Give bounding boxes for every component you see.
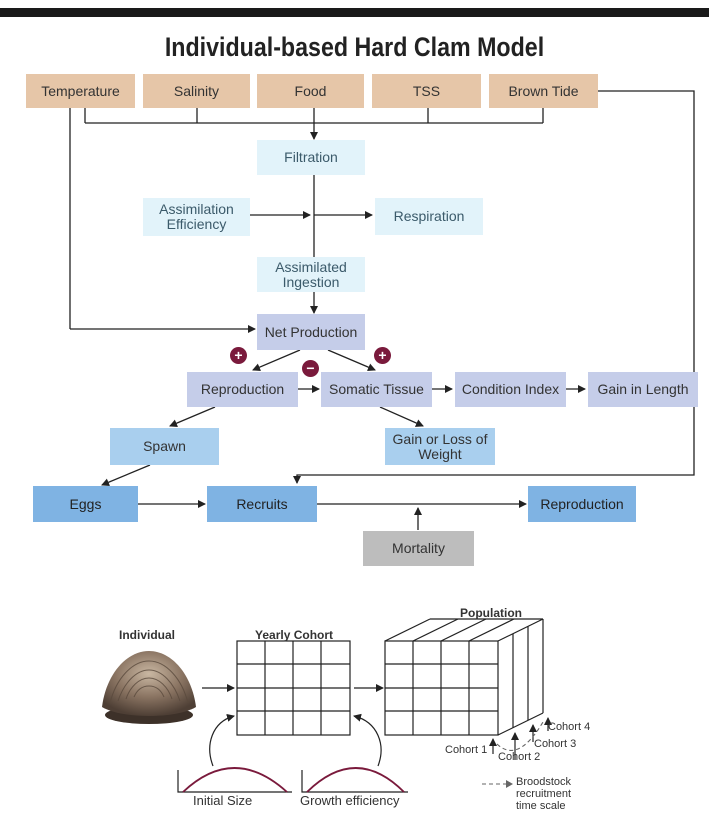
reproduction-output-box: Reproduction <box>528 486 636 522</box>
clam-icon <box>102 651 196 724</box>
top-rule <box>0 8 709 17</box>
somatic-tissue-box: Somatic Tissue <box>321 372 432 407</box>
input-temperature: Temperature <box>26 74 135 108</box>
input-food: Food <box>257 74 364 108</box>
spawn-box: Spawn <box>110 428 219 465</box>
recruits-box: Recruits <box>207 486 317 522</box>
gain-loss-weight-box: Gain or Loss of Weight <box>385 428 495 465</box>
cohort-3-label: Cohort 3 <box>534 738 577 750</box>
growth-efficiency-label: Growth efficiency <box>300 793 400 808</box>
assimilated-ingestion-box: Assimilated Ingestion <box>257 257 365 292</box>
minus-sign-icon: − <box>302 360 319 377</box>
broodstock-legend: Broodstock recruitment time scale <box>516 776 572 812</box>
cohort-4-label: Cohort 4 <box>548 721 591 733</box>
population-label: Population <box>460 606 522 620</box>
cohort-1-label: Cohort 1 <box>445 744 488 756</box>
input-salinity: Salinity <box>143 74 250 108</box>
assimilation-efficiency-box: Assimilation Efficiency <box>143 198 250 236</box>
diagram-title: Individual-based Hard Clam Model <box>164 32 545 62</box>
cohort-2-label: Cohort 2 <box>498 751 541 763</box>
condition-index-box: Condition Index <box>455 372 566 407</box>
plus-sign-icon: + <box>230 347 247 364</box>
respiration-box: Respiration <box>375 198 483 235</box>
filtration-box: Filtration <box>257 140 365 175</box>
reproduction-box: Reproduction <box>187 372 298 407</box>
net-production-box: Net Production <box>257 314 365 350</box>
plus-sign-icon: + <box>374 347 391 364</box>
mortality-box: Mortality <box>363 531 474 566</box>
initial-size-label: Initial Size <box>193 793 253 808</box>
eggs-box: Eggs <box>33 486 138 522</box>
yearly-cohort-label: Yearly Cohort <box>255 628 334 642</box>
gain-in-length-box: Gain in Length <box>588 372 698 407</box>
individual-label: Individual <box>119 628 176 642</box>
input-tss: TSS <box>372 74 481 108</box>
input-brown-tide: Brown Tide <box>489 74 598 108</box>
